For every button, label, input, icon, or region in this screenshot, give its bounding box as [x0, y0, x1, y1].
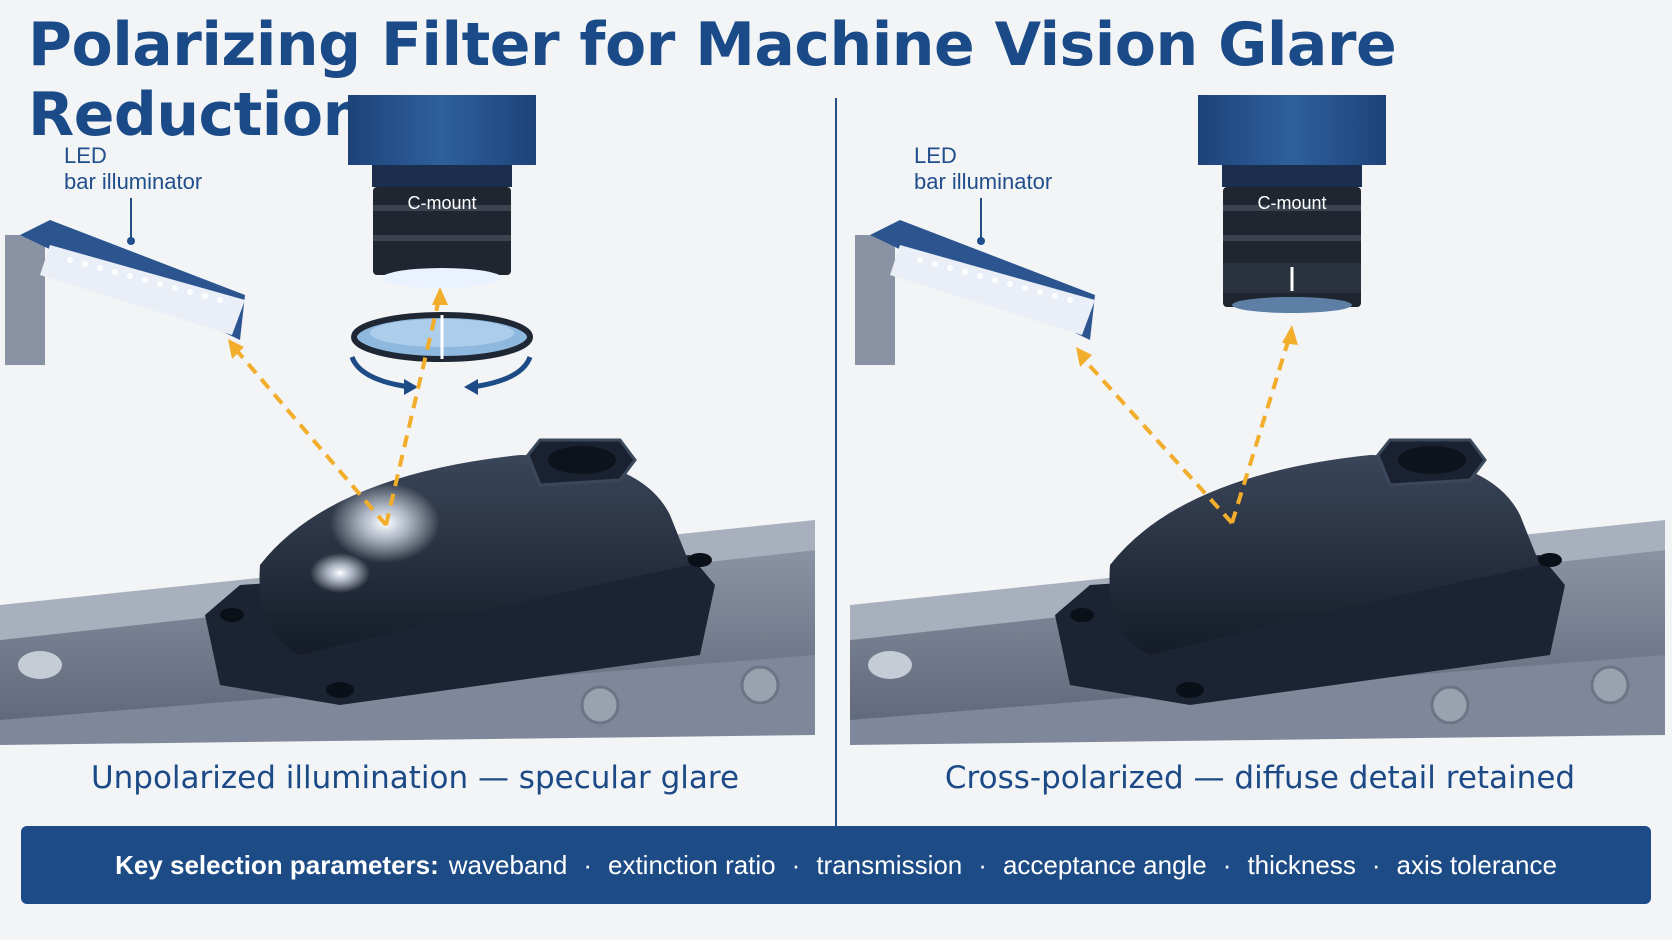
- param-item: waveband: [448, 849, 568, 880]
- led-label: LED bar illuminator: [64, 143, 203, 194]
- param-separator: ·: [583, 849, 592, 880]
- lens-label: C-mount: [1257, 193, 1327, 213]
- caption-unpolarized: Unpolarized illumination — specular glar…: [90, 760, 740, 796]
- light-path: [1078, 334, 1292, 525]
- led-bar-illuminator: [855, 220, 1095, 365]
- lens-label: C-mount: [407, 193, 477, 213]
- led-label: LED bar illuminator: [914, 143, 1053, 194]
- param-separator: ·: [1371, 849, 1381, 880]
- panel-divider: [835, 98, 837, 828]
- camera-body: [348, 95, 536, 288]
- param-separator: ·: [978, 849, 987, 880]
- rotation-arrow-left: [349, 355, 411, 390]
- polarizer-filter: [351, 312, 533, 362]
- scene-cross-polarized: [850, 95, 1665, 745]
- led-bar-illuminator: [5, 220, 245, 365]
- camera-body: [1198, 95, 1386, 313]
- selection-parameters-bar: Key selection parameters: waveband · ext…: [21, 826, 1651, 904]
- caption-cross-polarized: Cross-polarized — diffuse detail retaine…: [944, 760, 1576, 796]
- rotation-arrow-right: [471, 355, 533, 390]
- parameters-lead: Key selection parameters:: [115, 849, 439, 880]
- param-separator: ·: [791, 849, 801, 880]
- param-separator: ·: [1222, 849, 1232, 880]
- param-item: axis tolerance: [1396, 849, 1557, 880]
- param-item: acceptance angle: [1002, 849, 1207, 880]
- param-item: thickness: [1247, 849, 1356, 880]
- scene-unpolarized: [0, 95, 815, 745]
- panel-unpolarized: LED bar illuminator C-mount: [0, 95, 820, 745]
- page-title: Polarizing Filter for Machine Vision Gla…: [28, 10, 1397, 150]
- param-item: extinction ratio: [608, 849, 776, 880]
- param-item: transmission: [816, 849, 963, 880]
- panel-cross-polarized: LED bar illuminator C-mount: [850, 95, 1670, 745]
